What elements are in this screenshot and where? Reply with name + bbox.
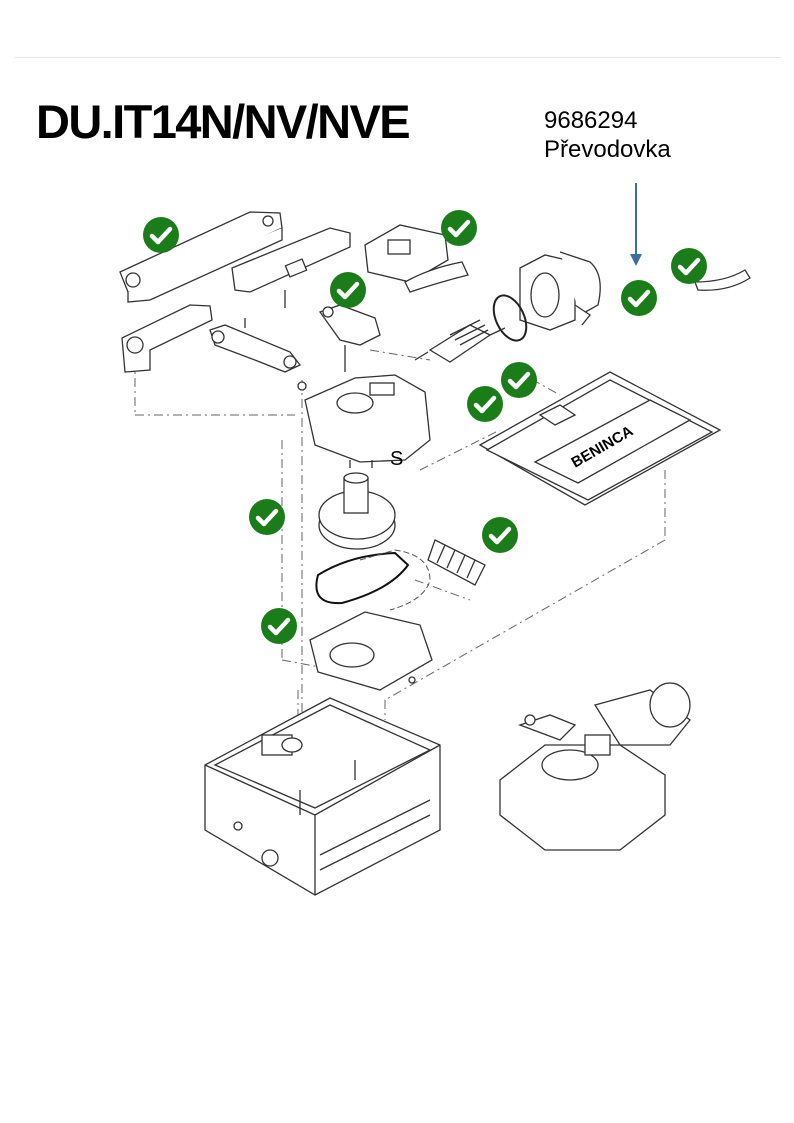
arm-connector (318, 304, 381, 372)
check-circle-icon (467, 386, 503, 422)
release-block (364, 224, 469, 293)
check-circle-icon (501, 362, 537, 398)
gasket-outline (359, 549, 431, 611)
foundation-box (204, 697, 441, 896)
main-gear (318, 472, 396, 550)
arrow-down-icon (630, 183, 642, 266)
assembled-unit (499, 682, 691, 851)
worm-gear (427, 539, 486, 586)
release-lever (694, 269, 751, 291)
gasket-ring (315, 551, 410, 605)
part-number: 9686294 (544, 107, 638, 134)
page-title: DU.IT14N/NV/NVE (36, 95, 411, 148)
gearbox-cover (297, 374, 431, 468)
top-divider (14, 57, 781, 58)
check-circle-icon (330, 272, 366, 308)
check-circle-icon (621, 280, 657, 316)
lever-arm-plate (119, 211, 283, 303)
gasket-board (478, 371, 722, 506)
lower-arm-bracket (121, 304, 246, 373)
motor (519, 251, 601, 331)
o-ring (492, 294, 528, 342)
part-name: Převodovka (544, 136, 671, 163)
check-circle-icon (143, 217, 179, 253)
lower-link-arm (209, 324, 302, 373)
assembly-guide-lines (134, 340, 666, 790)
check-circle-icon (441, 210, 477, 246)
worm-shaft (414, 319, 506, 363)
check-circle-icon (482, 517, 518, 553)
part-marker-s: S (390, 448, 403, 470)
lever-arm-slider (231, 227, 351, 308)
check-circle-icon (249, 499, 285, 535)
check-circle-icon (671, 248, 707, 284)
lower-housing (309, 611, 433, 691)
check-circle-icon (261, 608, 297, 644)
